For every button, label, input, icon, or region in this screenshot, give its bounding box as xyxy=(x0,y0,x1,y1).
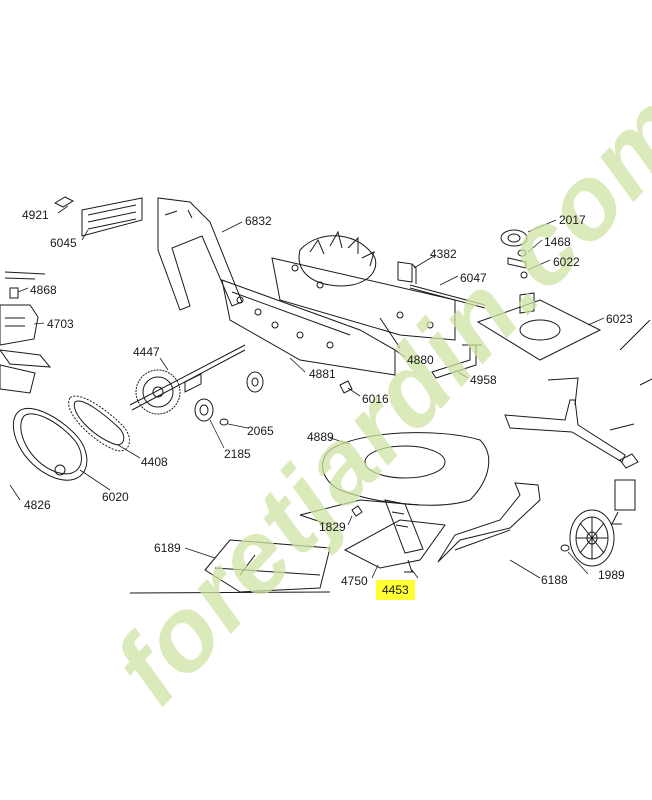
part-6020-drawing xyxy=(12,407,88,481)
part-label-1468[interactable]: 1468 xyxy=(544,235,571,249)
part-6023-drawing xyxy=(476,292,602,361)
part-4880-drawing xyxy=(271,230,456,349)
part-label-6023[interactable]: 6023 xyxy=(606,312,633,326)
part-4889-drawing xyxy=(299,432,490,526)
part-4703-drawing xyxy=(0,304,52,394)
part-4868-drawing xyxy=(4,271,46,299)
part-label-6189[interactable]: 6189 xyxy=(154,541,181,555)
part-4958-drawing xyxy=(431,344,482,379)
part-label-4453-highlighted[interactable]: 4453 xyxy=(376,580,415,600)
part-label-4868[interactable]: 4868 xyxy=(30,283,57,297)
part-label-6045[interactable]: 6045 xyxy=(50,236,77,250)
part-label-6832[interactable]: 6832 xyxy=(245,214,272,228)
part-label-4826[interactable]: 4826 xyxy=(24,498,51,512)
part-label-6020[interactable]: 6020 xyxy=(102,490,129,504)
part-label-2185[interactable]: 2185 xyxy=(224,447,251,461)
part-label-4447[interactable]: 4447 xyxy=(133,345,160,359)
part-6045-drawing xyxy=(81,197,143,237)
part-label-4382[interactable]: 4382 xyxy=(430,247,457,261)
part-6832-drawing xyxy=(157,197,243,311)
part-4382-drawing xyxy=(397,261,417,284)
part-label-2017[interactable]: 2017 xyxy=(559,213,586,227)
part-1989-drawing xyxy=(560,509,615,567)
part-6189-drawing xyxy=(129,539,331,594)
part-label-4921[interactable]: 4921 xyxy=(22,208,49,222)
part-6022-drawing xyxy=(507,257,528,279)
part-label-4703[interactable]: 4703 xyxy=(47,317,74,331)
bearing-small-drawing xyxy=(246,371,264,393)
part-label-4408[interactable]: 4408 xyxy=(141,455,168,469)
part-2017-drawing xyxy=(500,229,528,247)
part-4921-drawing xyxy=(53,196,75,208)
part-1829-drawing xyxy=(351,505,363,517)
part-6016-drawing xyxy=(339,380,353,394)
part-label-6016[interactable]: 6016 xyxy=(362,392,389,406)
part-label-4881[interactable]: 4881 xyxy=(309,367,336,381)
part-6047-drawing xyxy=(409,284,486,309)
part-6188-drawing xyxy=(437,482,541,563)
part-2065-drawing xyxy=(219,418,229,426)
part-label-4889[interactable]: 4889 xyxy=(307,430,334,444)
part-label-2065[interactable]: 2065 xyxy=(247,424,274,438)
part-4408-drawing xyxy=(68,395,130,452)
part-label-6188[interactable]: 6188 xyxy=(541,573,568,587)
part-label-1829[interactable]: 1829 xyxy=(319,520,346,534)
part-4447-drawing xyxy=(129,344,246,415)
part-4453-drawing xyxy=(404,559,414,573)
part-4750-drawing xyxy=(343,499,446,569)
part-label-4750[interactable]: 4750 xyxy=(341,574,368,588)
part-label-4958[interactable]: 4958 xyxy=(470,373,497,387)
part-4881-drawing xyxy=(221,279,396,376)
part-label-1989[interactable]: 1989 xyxy=(598,568,625,582)
part-label-6047[interactable]: 6047 xyxy=(460,271,487,285)
part-1468-drawing xyxy=(517,249,527,257)
part-2185-drawing xyxy=(194,398,214,422)
part-label-6022[interactable]: 6022 xyxy=(553,255,580,269)
leader-lines xyxy=(9,205,605,579)
part-label-4880[interactable]: 4880 xyxy=(407,353,434,367)
right-axle-assembly-drawing xyxy=(504,319,652,525)
